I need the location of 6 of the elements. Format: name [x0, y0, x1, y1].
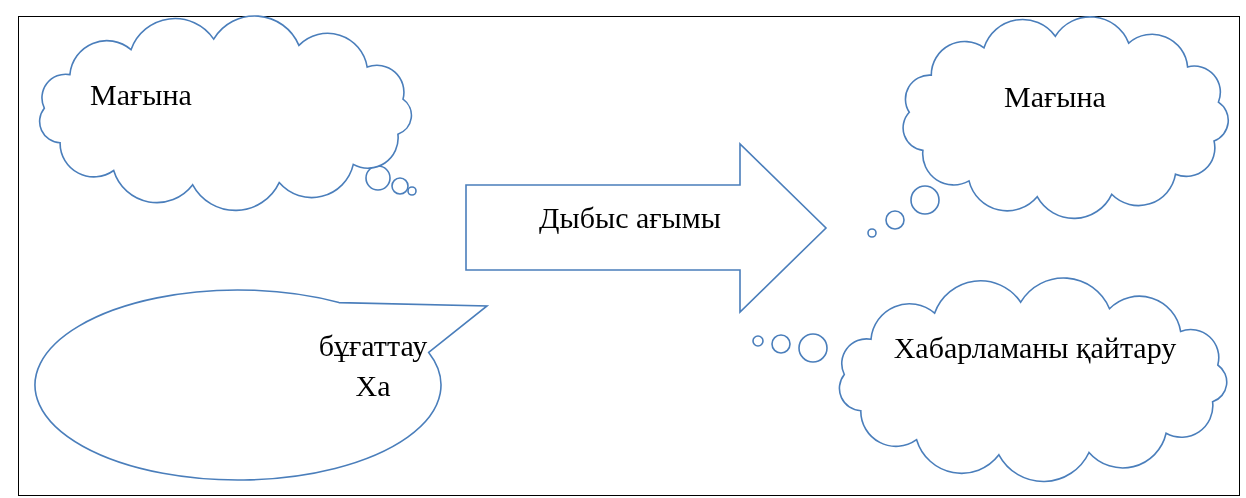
node-text: Хабарламаны қайтару	[892, 330, 1178, 366]
node-text: Ха	[354, 368, 392, 404]
node-text: Мағына	[90, 77, 193, 113]
node-text: Мағына	[1003, 79, 1107, 115]
node-text: Дыбыс ағымы	[538, 200, 722, 236]
node-text: бұғаттау	[317, 328, 429, 364]
